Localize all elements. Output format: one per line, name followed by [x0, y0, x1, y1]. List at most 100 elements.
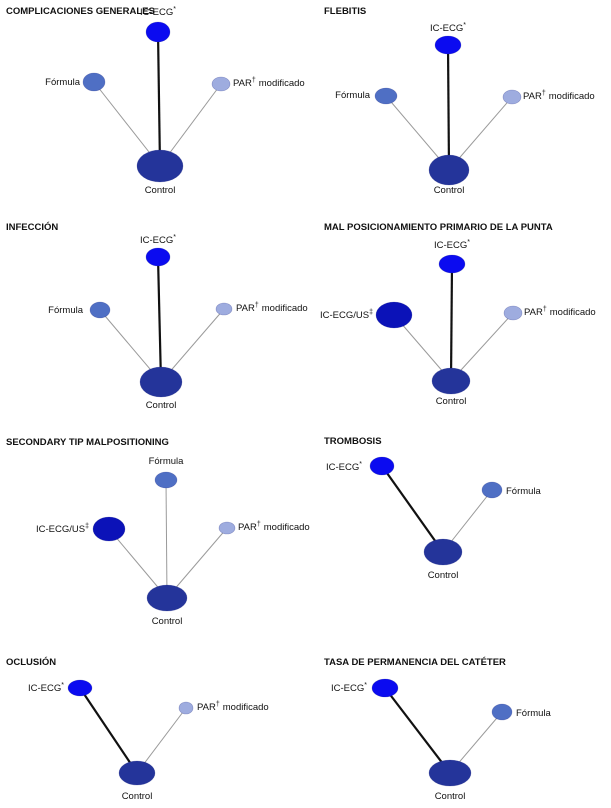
node-control	[146, 584, 188, 612]
node-label-superscript: *	[364, 682, 367, 689]
node-par	[502, 89, 522, 105]
node-label-suffix: modificado	[549, 91, 595, 102]
node-label-suffix: modificado	[550, 307, 596, 318]
node-formula	[154, 471, 178, 489]
node-control	[118, 760, 156, 786]
edge-formula-control	[165, 479, 168, 599]
node-formula	[89, 301, 111, 319]
node-label-suffix: modificado	[262, 303, 308, 314]
node-label-ic-ecg-us: IC-ECG/US‡	[320, 309, 373, 321]
node-par	[218, 521, 236, 535]
panel-tasa-de-permanencia-del-cateter: TASA DE PERMANENCIA DEL CATÉTER IC-ECG* Fó…	[324, 657, 552, 802]
node-control	[139, 366, 183, 398]
node-label-control: Control	[152, 616, 183, 627]
panel-title: FLEBITIS	[324, 6, 366, 17]
panel-title: INFECCIÓN	[6, 221, 58, 233]
panel-title: OCLUSIÓN	[6, 656, 56, 668]
panel-title: TASA DE PERMANENCIA DEL CATÉTER	[324, 657, 506, 668]
node-label-text: IC-ECG	[434, 240, 467, 251]
node-label-superscript: *	[467, 239, 470, 246]
node-label-ic-ecg: IC-ECG*	[140, 234, 176, 246]
node-label-text: IC-ECG	[28, 683, 61, 694]
edge-par-control	[166, 527, 228, 599]
node-label-text: IC-ECG/US	[320, 310, 369, 321]
node-label-suffix: modificado	[264, 522, 310, 533]
node-label-ic-ecg: IC-ECG*	[28, 682, 64, 694]
node-label-formula: Fórmula	[516, 708, 552, 719]
edge-ic-ecg-control	[449, 263, 454, 382]
node-label-superscript: ‡	[85, 523, 89, 530]
node-label-text: PAR	[236, 303, 255, 314]
node-control	[423, 538, 463, 566]
node-label-text: PAR	[524, 307, 543, 318]
node-label-text: Control	[145, 185, 176, 196]
node-ic-ecg	[438, 254, 466, 274]
edge-ic-ecg-control	[381, 465, 444, 553]
node-par	[215, 302, 233, 316]
node-ic-ecg-us	[92, 516, 126, 542]
node-label-ic-ecg: IC-ECG*	[430, 22, 466, 34]
edge-ic-ecg-us-control	[108, 528, 168, 599]
node-label-text: Control	[435, 791, 466, 802]
node-label-ic-ecg: IC-ECG*	[140, 6, 176, 18]
node-label-par: PAR†modificado	[197, 701, 269, 713]
node-label-ic-ecg-us: IC-ECG/US‡	[36, 523, 89, 535]
node-label-superscript: *	[173, 234, 176, 241]
node-control	[428, 759, 472, 787]
panel-title: SECONDARY TIP MALPOSITIONING	[6, 437, 169, 448]
node-label-text: Fórmula	[48, 305, 84, 316]
node-label-text: Control	[122, 791, 153, 802]
node-label-superscript: †	[255, 302, 259, 309]
node-label-text: IC-ECG	[326, 462, 359, 473]
node-control	[428, 154, 470, 186]
panel-infeccion: INFECCIÓN IC-ECG* Fórmula PAR†modificadoCon…	[6, 221, 308, 411]
node-label-superscript: †	[543, 306, 547, 313]
panel-flebitis: FLEBITIS IC-ECG* Fórmula PAR†modificadoCont…	[324, 6, 595, 196]
node-label-control: Control	[146, 400, 177, 411]
node-label-text: Control	[436, 396, 467, 407]
node-label-formula: Fórmula	[48, 305, 84, 316]
node-label-par: PAR†modificado	[236, 302, 308, 314]
node-label-text: Fórmula	[506, 486, 542, 497]
node-label-text: Fórmula	[335, 90, 371, 101]
node-label-control: Control	[434, 185, 465, 196]
panel-title: TROMBOSIS	[324, 436, 382, 447]
node-label-suffix: modificado	[259, 78, 305, 89]
node-label-ic-ecg: IC-ECG*	[434, 239, 470, 251]
node-label-text: PAR	[197, 702, 216, 713]
node-par	[178, 701, 194, 715]
panel-title: MAL POSICIONAMIENTO PRIMARIO DE LA PUNTA	[324, 222, 553, 233]
node-formula	[491, 703, 513, 721]
node-label-par: PAR†modificado	[238, 521, 310, 533]
edge-ic-ecg-control	[156, 31, 162, 167]
panel-mal-posicionamiento-primario-de-la-punta: MAL POSICIONAMIENTO PRIMARIO DE LA PUNTA…	[320, 222, 596, 407]
node-label-text: Fórmula	[149, 456, 185, 467]
node-ic-ecg	[371, 678, 399, 698]
node-label-suffix: modificado	[223, 702, 269, 713]
node-label-text: IC-ECG	[140, 7, 173, 18]
node-ic-ecg	[67, 679, 93, 697]
node-label-control: Control	[435, 791, 466, 802]
node-label-text: PAR	[238, 522, 257, 533]
node-label-ic-ecg: IC-ECG*	[331, 682, 367, 694]
node-label-par: PAR†modificado	[523, 90, 595, 102]
node-label-text: Control	[428, 570, 459, 581]
node-label-text: Control	[152, 616, 183, 627]
node-label-formula: Fórmula	[149, 456, 185, 467]
node-label-text: PAR	[233, 78, 252, 89]
panel-secondary-tip-malpositioning: SECONDARY TIP MALPOSITIONING FórmulaIC-EC…	[6, 437, 310, 627]
node-label-superscript: †	[257, 521, 261, 528]
node-label-superscript: *	[61, 682, 64, 689]
node-label-control: Control	[428, 570, 459, 581]
node-label-text: Control	[146, 400, 177, 411]
node-label-par: PAR†modificado	[233, 77, 305, 89]
node-label-par: PAR†modificado	[524, 306, 596, 318]
node-ic-ecg	[145, 247, 171, 267]
node-label-text: Fórmula	[45, 77, 81, 88]
node-label-control: Control	[122, 791, 153, 802]
node-label-formula: Fórmula	[335, 90, 371, 101]
